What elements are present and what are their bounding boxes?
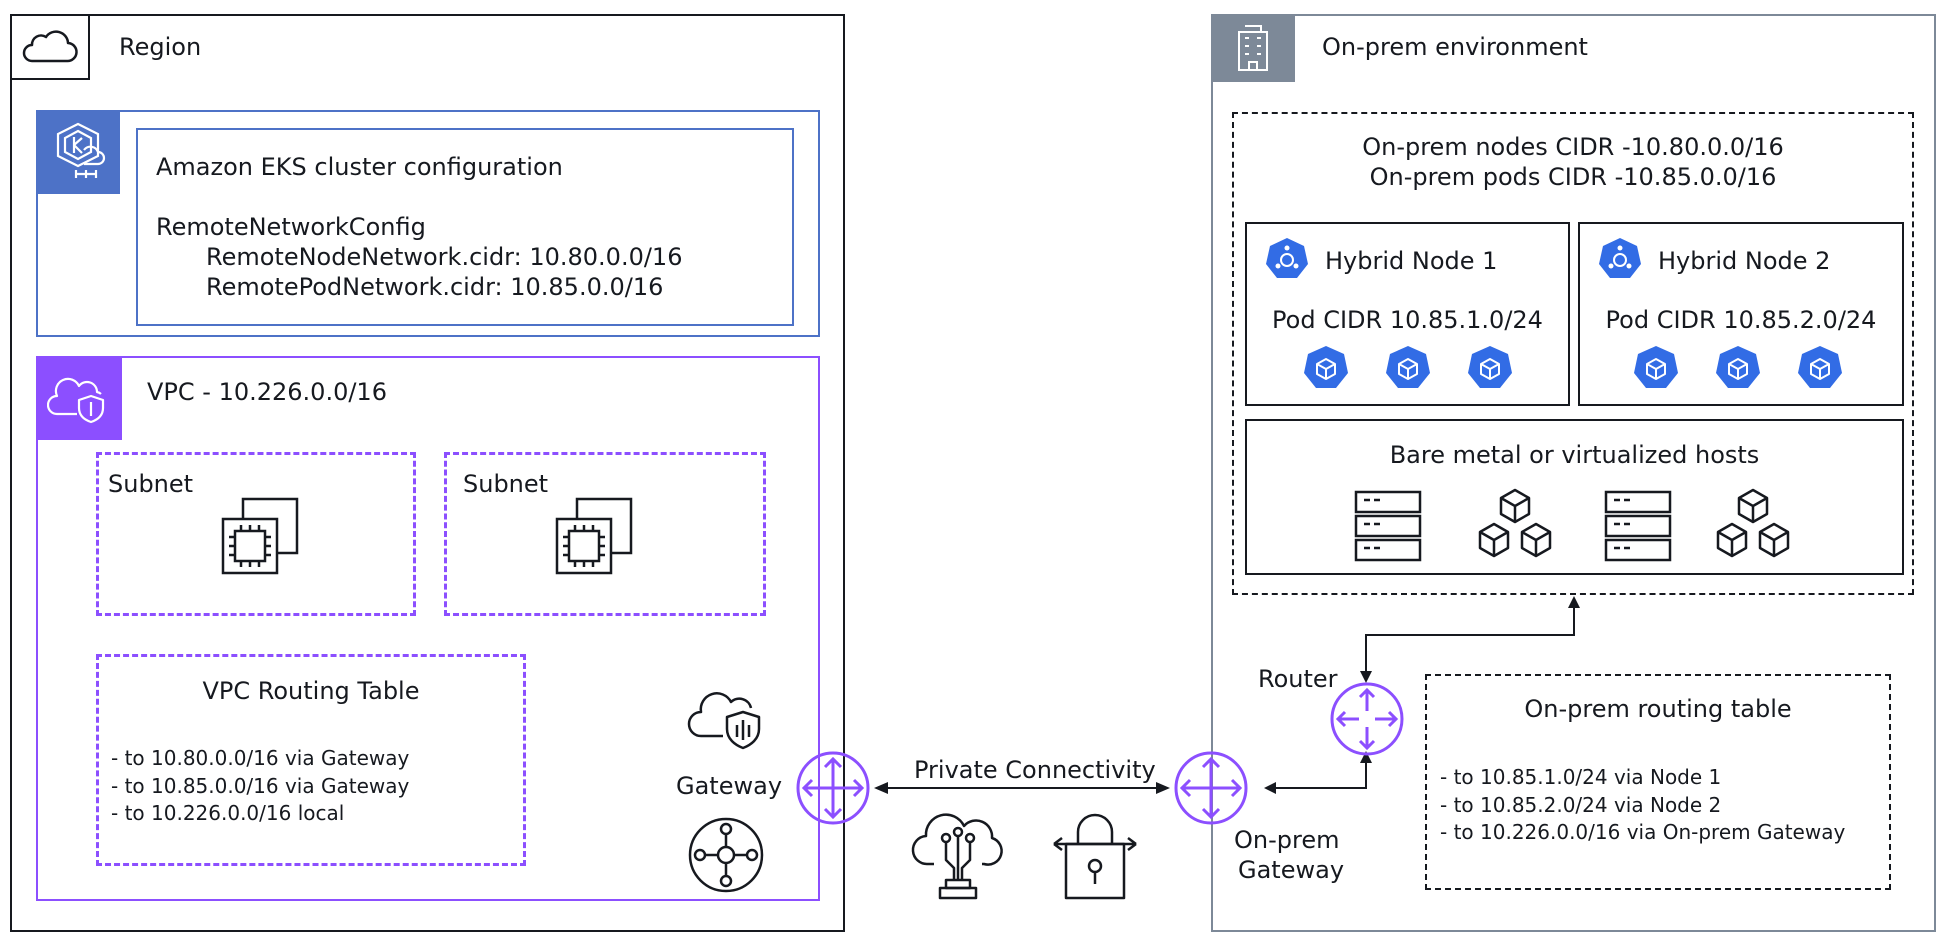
- onprem-route: - to 10.226.0.0/16 via On-prem Gateway: [1440, 820, 1846, 844]
- vpc-route: - to 10.226.0.0/16 local: [111, 801, 345, 825]
- eks-icon: [36, 110, 120, 194]
- onprem-nodes-cidr: On-prem nodes CIDR -10.80.0.0/16: [1362, 133, 1784, 161]
- kubernetes-node-icon: [1264, 236, 1310, 282]
- onprem-container: [1211, 14, 1936, 932]
- direct-connect-cloud-icon: [908, 808, 1008, 904]
- subnet-2-label: Subnet: [463, 470, 549, 498]
- vpc-gateway-router-icon: [794, 749, 872, 827]
- router-label: Router: [1258, 665, 1338, 693]
- kubernetes-pod-icon: [1632, 344, 1680, 392]
- server-rack-icon: [1602, 488, 1674, 564]
- server-rack-icon: [1352, 488, 1424, 564]
- onprem-pods-cidr: On-prem pods CIDR -10.85.0.0/16: [1369, 163, 1777, 191]
- building-icon: [1211, 14, 1295, 82]
- vpc-gateway-label: Gateway: [676, 772, 783, 800]
- hybrid-node-1: [1245, 222, 1570, 406]
- remote-pod-network: RemotePodNetwork.cidr: 10.85.0.0/16: [206, 273, 664, 301]
- kubernetes-node-icon: [1597, 236, 1643, 282]
- kubernetes-pod-icon: [1466, 344, 1514, 392]
- subnet-2: [444, 452, 766, 616]
- kubernetes-pod-icon: [1714, 344, 1762, 392]
- subnet-1-label: Subnet: [108, 470, 194, 498]
- eks-cluster-container: [36, 110, 820, 337]
- onprem-gateway-label-line2: Gateway: [1238, 856, 1345, 884]
- hybrid-node-2: [1578, 222, 1904, 406]
- cloud-icon: [10, 14, 90, 80]
- vpc-label: VPC - 10.226.0.0/16: [147, 378, 387, 406]
- eks-config-title: Amazon EKS cluster configuration: [156, 153, 563, 181]
- vpc-routing-table: [96, 654, 526, 866]
- vpc-route: - to 10.85.0.0/16 via Gateway: [111, 774, 410, 798]
- private-connectivity-label: Private Connectivity: [914, 756, 1156, 784]
- kubernetes-pod-icon: [1384, 344, 1432, 392]
- onprem-route: - to 10.85.2.0/24 via Node 2: [1440, 793, 1722, 817]
- ec2-instances-icon: [552, 494, 636, 578]
- virtual-machines-cubes-icon: [1474, 486, 1556, 566]
- subnet-1: [96, 452, 416, 616]
- bare-metal-hosts-box: [1245, 419, 1904, 575]
- vpc-icon: [36, 356, 122, 440]
- onprem-routing-table: [1425, 674, 1891, 890]
- transit-hub-icon: [684, 813, 768, 897]
- hybrid-node-2-name: Hybrid Node 2: [1658, 247, 1831, 275]
- onprem-network-box: [1232, 112, 1914, 595]
- vpc-routing-table-title: VPC Routing Table: [202, 677, 420, 705]
- region-container: [10, 14, 845, 932]
- private-connectivity-arrow: [874, 782, 1170, 794]
- eks-configuration-box: [136, 128, 794, 326]
- onprem-connector-lines: [1264, 596, 1580, 794]
- region-label: Region: [119, 33, 202, 61]
- hybrid-node-1-pod-cidr: Pod CIDR 10.85.1.0/24: [1272, 306, 1543, 334]
- kubernetes-pod-icon: [1302, 344, 1350, 392]
- kubernetes-pod-icon: [1796, 344, 1844, 392]
- remote-node-network: RemoteNodeNetwork.cidr: 10.80.0.0/16: [206, 243, 683, 271]
- cloud-shield-gateway-icon: [684, 676, 768, 760]
- virtual-machines-cubes-icon: [1712, 486, 1794, 566]
- bare-metal-hosts-label: Bare metal or virtualized hosts: [1389, 441, 1760, 469]
- router-icon: [1328, 680, 1406, 758]
- hybrid-node-1-name: Hybrid Node 1: [1325, 247, 1498, 275]
- vpc-container: [36, 356, 820, 901]
- onprem-routing-table-title: On-prem routing table: [1524, 695, 1792, 723]
- onprem-gateway-router-icon: [1172, 749, 1250, 827]
- vpn-lock-icon: [1050, 808, 1140, 904]
- ec2-instances-icon: [218, 494, 302, 578]
- onprem-label: On-prem environment: [1322, 33, 1588, 61]
- remote-network-config: RemoteNetworkConfig: [156, 213, 426, 241]
- onprem-gateway-label-line1: On-prem: [1234, 826, 1340, 854]
- onprem-route: - to 10.85.1.0/24 via Node 1: [1440, 765, 1722, 789]
- hybrid-node-2-pod-cidr: Pod CIDR 10.85.2.0/24: [1605, 306, 1877, 334]
- vpc-route: - to 10.80.0.0/16 via Gateway: [111, 746, 410, 770]
